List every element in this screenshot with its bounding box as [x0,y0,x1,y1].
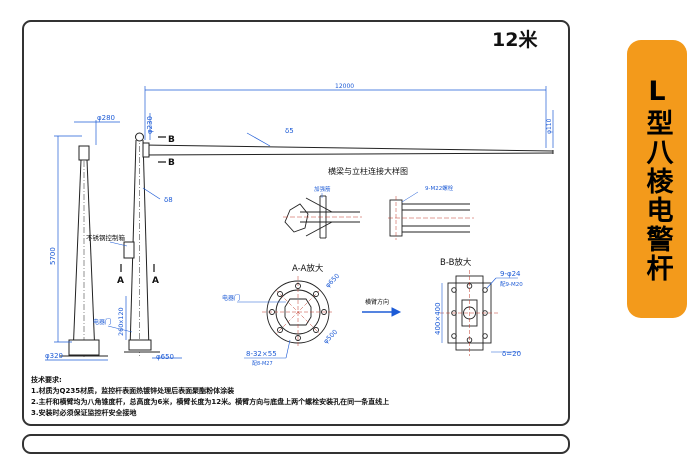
height-title: 12米 [492,28,538,51]
section-b-top: B [168,135,175,145]
bb-title: B-B放大 [440,257,472,268]
top-dia-label: φ280 [97,114,115,122]
section-b-bottom: B [168,158,175,168]
arm-wall-label: δ5 [285,127,294,135]
arm-tip-dia-label: φ110 [546,118,553,134]
arm-joint-dia-label: φ230 [146,116,154,134]
technical-notes: 技术要求: 1.材质为Q235材质，监控杆表面热镀锌处理后表面聚酯粉体涂装 2.… [31,375,389,419]
aa-holes-label: 8-32×55 [246,350,277,358]
bb-size-label: 400×400 [434,302,442,335]
arm-direction-label: 横臂方向 [365,298,389,306]
cross-arm [142,142,554,158]
arm-direction-arrow [362,307,402,317]
control-box-label: 不锈钢控制箱 [86,233,126,242]
aa-flange [262,276,334,348]
aa-dia-500-label: φ500 [322,328,339,345]
arm-length-label: 12000 [335,83,354,90]
bb-bolts-label: 配9-M20 [500,281,523,288]
main-base-dims [125,296,182,359]
bb-dims [441,277,520,353]
bb-thickness-label: δ=20 [502,350,521,358]
aa-title: A-A放大 [292,263,324,274]
bolts-9m22-label: 9-M22螺栓 [425,184,454,192]
flange-plate-label: 加强筋 [314,185,331,193]
base-dia-650-label: φ650 [156,353,174,361]
section-a-marks [120,264,155,272]
aa-electric-door-label: 电器门 [222,294,240,302]
side-elevation-pole [60,145,108,358]
aa-dia-650-label: φ650 [324,272,341,289]
arm-dims [142,86,554,200]
pole-wall-label: δ8 [164,196,173,204]
aa-bolts-label: 配8-M27 [252,361,273,367]
bb-plate [440,270,500,356]
pole-height-label: 5700 [49,247,57,265]
base-height-label: 260x120 [117,307,125,336]
notes-line-2: 2.主杆和横臂均为八角锥度杆，总高度为6米，横臂长度为12米。横臂方向与底盘上两… [31,398,390,406]
notes-line-3: 3.安装时必须保证监控杆安全接地 [31,409,137,417]
section-a-left: A [117,276,124,286]
product-badge: L型八棱电警杆 [627,40,687,318]
bb-holes-label: 9-φ24 [500,270,521,278]
notes-heading: 技术要求: [31,376,62,384]
side-pole-dims [45,120,120,361]
detail-right-view [388,196,474,240]
notes-line-1: 1.材质为Q235材质，监控杆表面热镀锌处理后表面聚酯粉体涂装 [31,387,235,395]
section-a-right: A [152,276,159,286]
detail-title: 横梁与立柱连接大样图 [328,166,408,176]
drawing-frame [22,20,570,426]
electric-door-label: 电器门 [93,318,111,326]
main-pole [123,132,160,356]
badge-text: L型八棱电警杆 [641,75,673,283]
base-dia-320-label: φ320 [45,352,63,360]
section-b-marks [158,136,166,163]
technical-drawing: 12米 φ280 5700 φ320 [45,28,554,367]
detail-left-view [283,195,362,239]
